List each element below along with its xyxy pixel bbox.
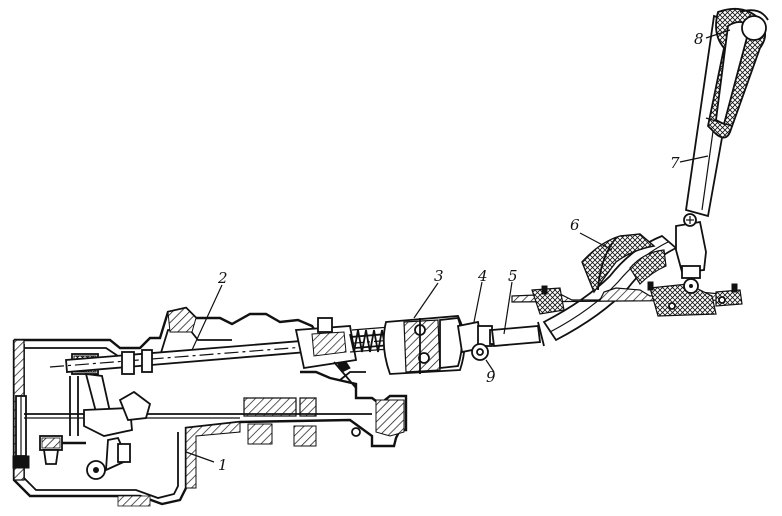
callout-1: 1 (218, 456, 228, 474)
lever-knob (705, 7, 769, 139)
callout-4: 4 (477, 267, 488, 285)
gearbox-housing (12, 306, 408, 507)
selector-mechanism (39, 353, 152, 480)
rod-clamp (456, 320, 497, 361)
callout-6: 6 (570, 216, 580, 234)
elastic-coupling (382, 315, 466, 375)
lever-tube (490, 321, 545, 347)
leader-lines (185, 29, 731, 463)
callout-7: 7 (670, 154, 680, 172)
floor-cover (511, 233, 743, 317)
callout-2: 2 (217, 269, 228, 287)
rod-seal-housing (294, 317, 358, 389)
callout-8: 8 (694, 30, 704, 48)
callout-3: 3 (434, 267, 444, 285)
callout-5: 5 (508, 267, 518, 285)
callout-9: 9 (486, 368, 496, 386)
callout-labels: 1 2 3 4 5 6 7 8 9 (217, 30, 704, 474)
gear-lever-pivot (675, 213, 707, 294)
